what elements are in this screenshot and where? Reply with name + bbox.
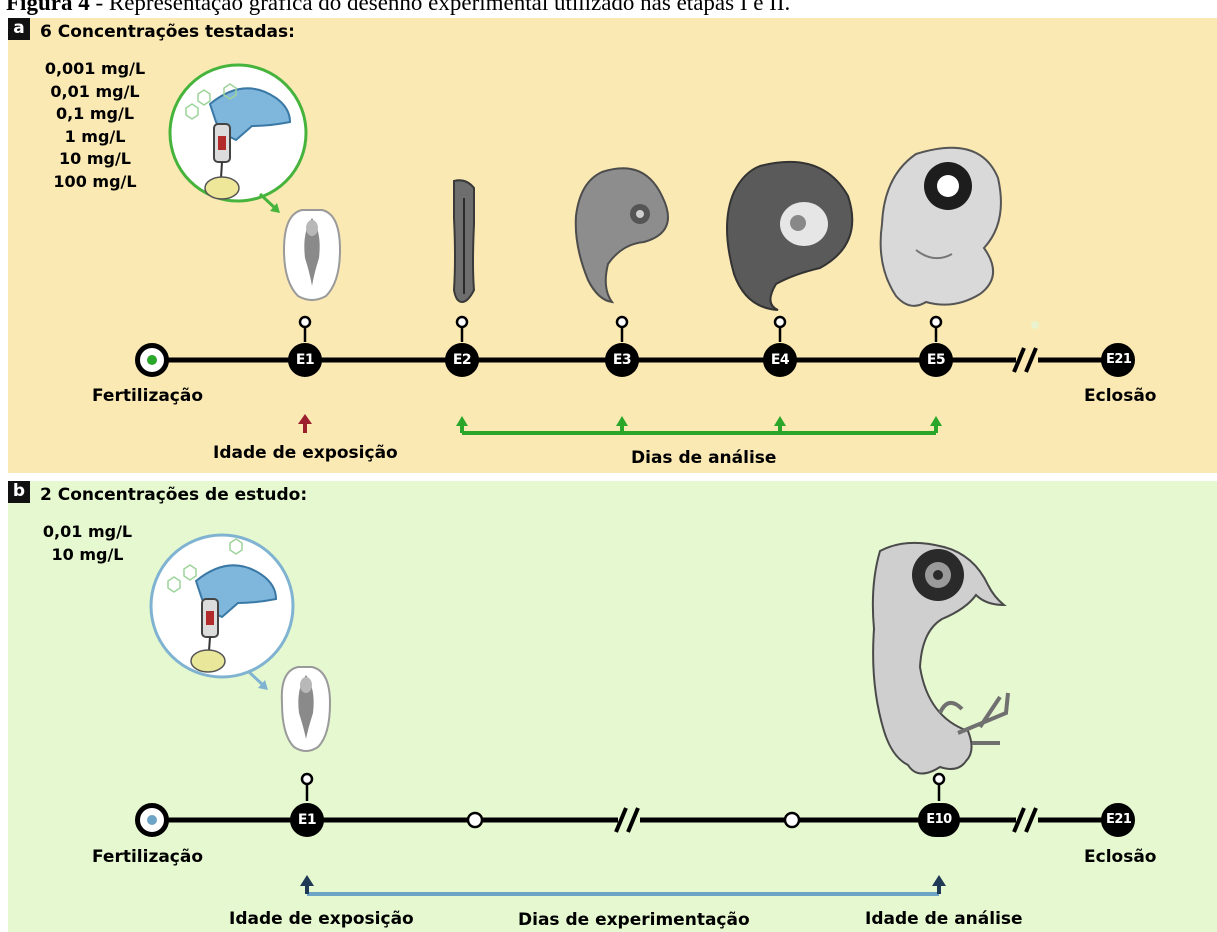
start-label: Fertilização (92, 847, 203, 867)
analysis-label: Dias de análise (631, 448, 776, 468)
day-node-e1: E1 (290, 803, 324, 837)
intermediate-day-marker (468, 813, 482, 827)
chick-embryo-icon (873, 543, 1008, 774)
faint-marker-dot (1031, 321, 1039, 329)
embryo-icon (727, 162, 852, 310)
fertilization-node (135, 803, 169, 837)
timeline-break-icon (616, 808, 640, 832)
experiment-bracket (300, 875, 946, 894)
figure-caption-text: - Representação gráfica do desenho exper… (90, 0, 791, 15)
syringe-injection-icon (151, 535, 293, 690)
egg-icon (282, 667, 330, 751)
end-label: Eclosão (1084, 847, 1156, 867)
day-node-e21: E21 (1101, 803, 1135, 837)
experiment-label: Dias de experimentação (518, 910, 750, 930)
panel-a: a 6 Concentrações testadas: 0,001 mg/L 0… (8, 18, 1217, 473)
egg-icon (284, 210, 340, 300)
chick-embryo-icon (881, 148, 1001, 306)
day-node-e3: E3 (605, 343, 639, 377)
exposure-arrow (298, 414, 312, 433)
day-node-e5: E5 (919, 343, 953, 377)
syringe-injection-icon (170, 65, 306, 213)
end-label: Eclosão (1084, 386, 1156, 406)
day-node-e21: E21 (1101, 343, 1135, 377)
day-node-e10: E10 (918, 803, 960, 837)
day-node-e1: E1 (288, 343, 322, 377)
exposure-label: Idade de exposição (229, 909, 414, 929)
panel-b: b 2 Concentrações de estudo: 0,01 mg/L 1… (8, 481, 1217, 932)
figure-caption: Figura 4 - Representação gráfica do dese… (0, 0, 1217, 18)
timeline-pins (302, 774, 944, 801)
embryo-icon (454, 180, 474, 302)
timeline-break-icon (1014, 348, 1038, 372)
exposure-label: Idade de exposição (213, 443, 398, 463)
figure-caption-lead: Figura 4 (6, 0, 90, 15)
timeline-pins (300, 317, 941, 342)
fertilization-node (135, 343, 169, 377)
start-label: Fertilização (92, 386, 203, 406)
intermediate-day-marker (785, 813, 799, 827)
day-node-e2: E2 (445, 343, 479, 377)
timeline-break-icon (1014, 808, 1038, 832)
embryo-icon (576, 168, 668, 302)
analysis-bracket (456, 416, 942, 433)
analysis-label: Idade de análise (865, 909, 1023, 929)
day-node-e4: E4 (763, 343, 797, 377)
